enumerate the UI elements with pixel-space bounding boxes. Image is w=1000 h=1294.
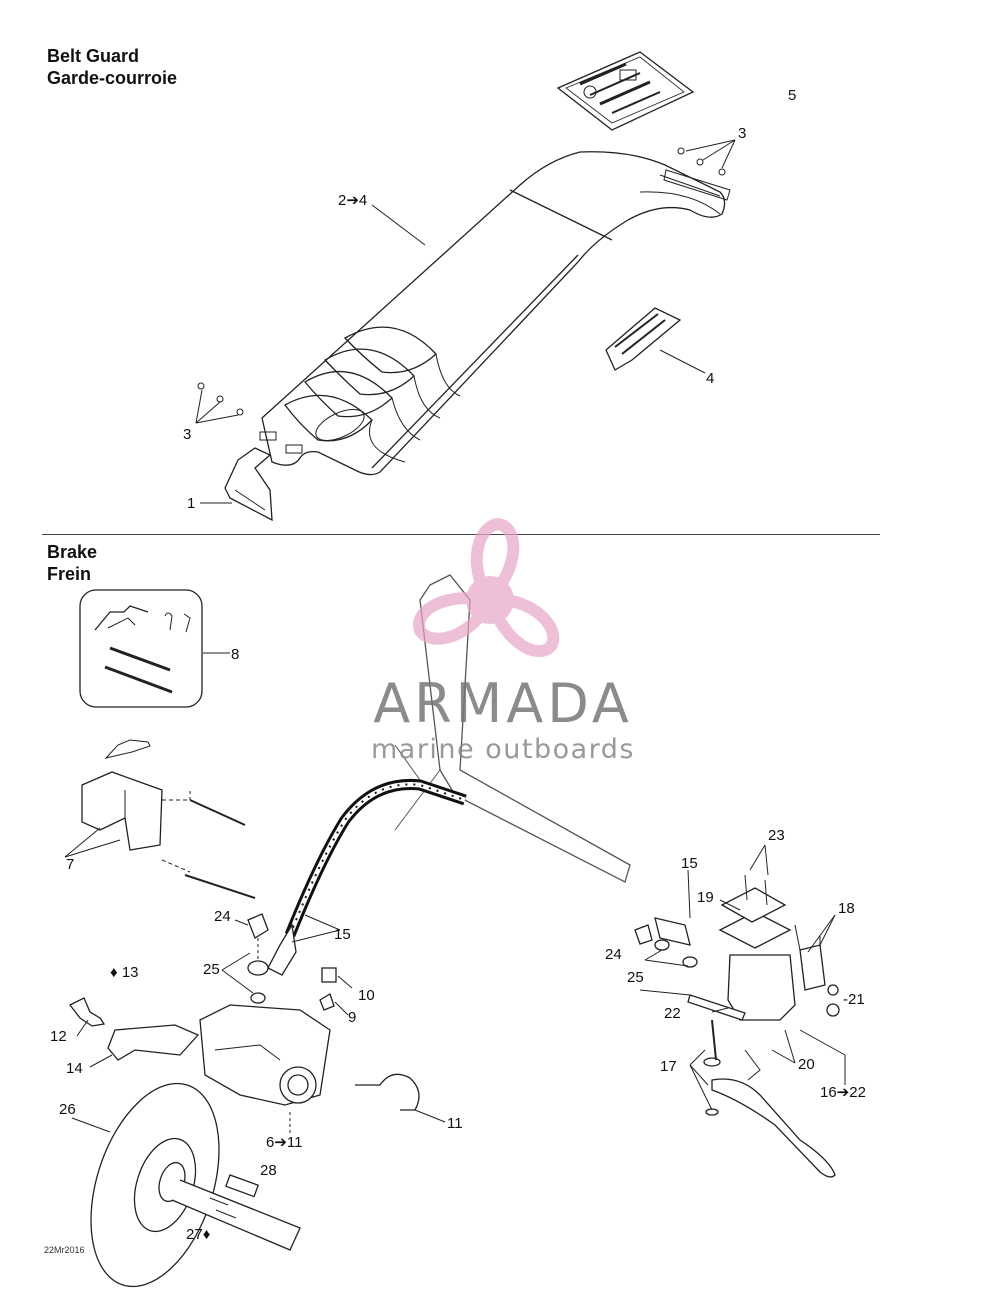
callout-27-label: 27 [186, 1226, 203, 1243]
oil-drop-icon: ♦ [202, 1226, 211, 1243]
belt-guard-title-en: Belt Guard [47, 46, 140, 66]
callout-22: 22 [664, 1005, 681, 1022]
callout-20: 20 [798, 1056, 815, 1073]
callout-26: 26 [59, 1101, 76, 1118]
callout-10: 10 [358, 987, 375, 1004]
callout-28: 28 [260, 1162, 277, 1179]
callout-8: 8 [231, 646, 240, 663]
belt-guard-drawing [224, 151, 731, 522]
propeller-blade-1 [470, 518, 520, 590]
callout-13: ♦ 13 [110, 965, 139, 981]
callout-3-left: 3 [183, 426, 192, 443]
master-cylinder-drawing [634, 844, 846, 1178]
callout-9: 9 [348, 1009, 357, 1026]
callout-16-22: 16➔22 [820, 1084, 866, 1101]
callout-6-11: 6➔11 [266, 1134, 303, 1151]
brake-title: Brake Frein [47, 541, 97, 585]
callout-25-right: 25 [627, 969, 644, 986]
brake-title-en: Brake [47, 542, 98, 562]
callout-7: 7 [66, 856, 75, 873]
belt-guard-title: Belt Guard Garde-courroie [47, 45, 177, 89]
callout-27: 27♦ [186, 1227, 210, 1243]
callout-5: 5 [788, 87, 797, 104]
callout-24-left: 24 [214, 908, 231, 925]
callout-15-right: 15 [681, 855, 698, 872]
callout-11: 11 [447, 1115, 463, 1132]
callout-3-top: 3 [738, 125, 747, 142]
callout-13-label: 13 [121, 964, 139, 981]
left-fittings-drawing [221, 913, 269, 1004]
callout-14: 14 [66, 1060, 83, 1077]
callout-15-left: 15 [334, 926, 351, 943]
propeller-blade-2 [491, 594, 560, 658]
propeller-logo-icon [412, 518, 560, 658]
handlebar-ghost-drawing [394, 574, 631, 883]
section-divider [42, 534, 880, 535]
decal-4-drawing [605, 307, 682, 371]
callout-19: 19 [697, 889, 714, 906]
callout-1: 1 [187, 495, 196, 512]
brake-title-fr: Frein [47, 564, 92, 584]
callout-18: 18 [838, 900, 855, 917]
kit-8-drawing [79, 589, 230, 708]
brake-hose-drawing [267, 778, 467, 976]
callout-4: 4 [706, 370, 715, 387]
leader-lines-top [195, 139, 736, 504]
date-code: 22Mr2016 [44, 1245, 85, 1255]
brake-disc-drawing [71, 1082, 301, 1288]
callout-23: 23 [768, 827, 785, 844]
callout-2-4: 2➔4 [338, 192, 368, 209]
propeller-blade-3 [412, 592, 487, 645]
caliper-drawing [69, 967, 446, 1133]
watermark-brand: ARMADA [373, 672, 633, 735]
callout-24-right: 24 [605, 946, 622, 963]
callout-17: 17 [660, 1058, 677, 1075]
callout-12: 12 [50, 1028, 67, 1045]
belt-guard-title-fr: Garde-courroie [47, 68, 178, 88]
callout-25-left: 25 [203, 961, 220, 978]
bracket-7-drawing [64, 739, 256, 899]
callout-21: -21 [843, 991, 865, 1008]
watermark-tagline: marine outboards [370, 734, 635, 765]
decal-5-drawing [556, 51, 695, 131]
oil-drop-icon: ♦ [110, 964, 118, 981]
